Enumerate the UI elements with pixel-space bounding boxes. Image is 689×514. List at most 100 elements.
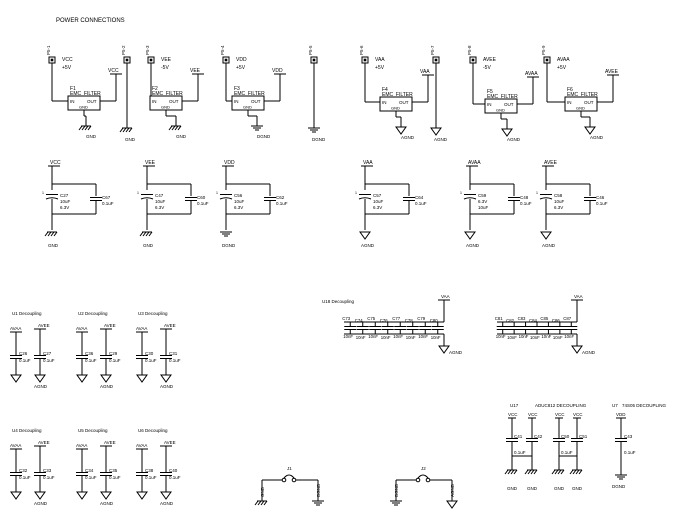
ground-triangle (430, 127, 442, 136)
block-subtitle: 74S05 DECOUPLING (622, 403, 667, 408)
cap-value: 0.1uF (561, 450, 573, 455)
ground-label: AGND (160, 384, 174, 389)
filter-output-net: VAA (420, 69, 430, 75)
connector-label: P5-8 (467, 45, 472, 55)
rail-voltage: -5V (161, 65, 169, 71)
filter-part: EMC_FILTER (487, 94, 518, 100)
block-title: U3 Decoupling (138, 311, 168, 316)
wire (139, 231, 144, 237)
ground-label: AGND (401, 135, 415, 140)
rail-name: AVAA (557, 57, 570, 63)
cap-ref: C59 (478, 193, 487, 198)
rail-name: VCC (62, 57, 73, 63)
pin-in: IN (382, 100, 387, 105)
cap-value: 0.1uF (109, 475, 121, 480)
cap-value: 0.1uF (520, 201, 532, 206)
cap-value: 10nF (431, 335, 441, 340)
filter-ref: F6 (567, 87, 573, 93)
net-label: AVEE (104, 323, 116, 328)
ground-label: GND (86, 134, 97, 139)
ground-label: AGND (582, 350, 596, 355)
cap-value: 6.3V (478, 199, 487, 204)
cap-value: 0.1uF (43, 358, 55, 363)
filter-part: EMC_FILTER (567, 92, 598, 98)
jumper-pad (415, 477, 421, 483)
cap-value: 10uF (60, 199, 71, 204)
ground-label: GND (507, 486, 518, 491)
wire (557, 469, 562, 475)
ground-label: DGND (222, 243, 236, 248)
wire (122, 127, 127, 133)
cap-value: 0.1uF (145, 358, 157, 363)
jumper-pad (291, 477, 297, 483)
ground-label: AGND (590, 135, 604, 140)
pin-in: IN (487, 102, 492, 107)
bulk-net: AVEE (544, 160, 558, 166)
rail-voltage: +5V (557, 65, 567, 71)
wire (569, 469, 574, 475)
connector-label: P5-9 (541, 45, 546, 55)
cap-ref: C82 (506, 318, 514, 323)
wire (81, 125, 86, 131)
net-label: AVAA (76, 326, 87, 331)
ground-triangle (136, 374, 148, 383)
filter-ref: F5 (487, 89, 493, 95)
ground-label: AGND (34, 384, 48, 389)
connector-pin-dot (50, 58, 54, 62)
connector-pin-dot (363, 58, 367, 62)
jumper-link (283, 474, 295, 479)
net-label: AVEE (104, 440, 116, 445)
wire (554, 469, 559, 475)
wire (168, 125, 173, 131)
net-label: VDD (616, 412, 626, 417)
net-label: VCC (573, 412, 583, 417)
ground-triangle (501, 128, 513, 137)
ground-triangle (76, 491, 88, 500)
cap-ref: C62 (276, 195, 285, 200)
net-label: AVEE (38, 440, 50, 445)
cap-ref: C41 (514, 434, 523, 439)
cap-ref: C74 (355, 318, 363, 323)
rail-voltage: -5V (483, 65, 491, 71)
cap-ref: C43 (624, 434, 633, 439)
wire (128, 127, 133, 133)
u-decoupling-5: U5 DecouplingAVAAAVEEC340.1uFC350.1uFAGN… (76, 428, 121, 506)
filter-ref: F3 (234, 86, 240, 92)
jumper-link (417, 474, 429, 479)
filter-output-net: VEE (190, 68, 201, 74)
block-title: U6 Decoupling (138, 428, 168, 433)
cap-ref: C30 (145, 351, 154, 356)
filter-output-net: AVEE (605, 69, 619, 75)
cap-value: 0.1uF (276, 201, 288, 206)
cap-rating: 6.3V (554, 205, 563, 210)
wire (53, 231, 58, 237)
ground-label: AGND (160, 501, 174, 506)
cap-ref: C36 (85, 351, 94, 356)
cap-ref: C84 (529, 318, 537, 323)
filter-part: EMC_FILTER (234, 91, 265, 97)
pin-gnd: GND (496, 108, 505, 113)
block-title: U5 Decoupling (78, 428, 108, 433)
cap-ref: C46 (596, 195, 605, 200)
cap-ref: C83 (518, 316, 526, 321)
net-label: AVEE (164, 323, 176, 328)
connector-label: P5-6 (359, 45, 364, 55)
cap-value: 0.1uF (197, 201, 209, 206)
wire (254, 500, 259, 506)
pin-in: IN (567, 100, 572, 105)
ground-label: AGND (100, 384, 114, 389)
filter-output-net: VDD (272, 68, 283, 74)
ground-triangle (10, 491, 22, 500)
pin-in: IN (152, 99, 157, 104)
cap-ref: C87 (563, 316, 571, 321)
u-decoupling-2: U2 DecouplingAVAAAVEEC360.1uFC290.1uFAGN… (76, 311, 121, 389)
net-label: AVEE (38, 323, 50, 328)
ground-triangle (34, 491, 46, 500)
cap-ref: C60 (197, 195, 206, 200)
ground-label: GND (176, 134, 187, 139)
cap-ref: C51 (579, 434, 588, 439)
rail-name: AVEE (483, 57, 497, 63)
u18b-bank: VAAC8110nFC8210nFC8310nFC8410nFC8510nFC8… (495, 294, 596, 355)
